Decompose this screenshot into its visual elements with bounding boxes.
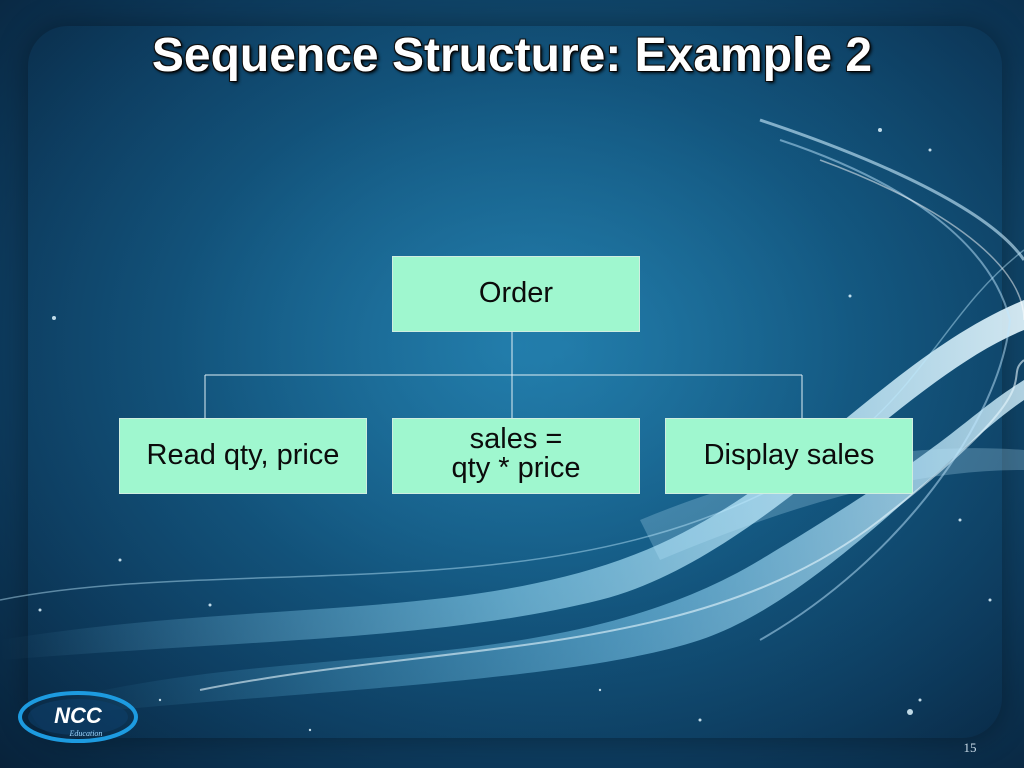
node-display-label: Display sales — [703, 439, 875, 472]
slide-title: Sequence Structure: Example 2 — [151, 29, 873, 82]
node-order-label: Order — [478, 277, 554, 310]
ncc-logo-text: NCC — [54, 703, 103, 728]
diagram-node-sales-calculation: sales = qty * price — [392, 418, 640, 494]
diagram-node-display-sales: Display sales — [665, 418, 913, 494]
page-number: 15 — [963, 740, 977, 755]
diagram-node-order: Order — [392, 256, 640, 332]
node-sales-line-1: sales = — [469, 422, 563, 455]
node-read-label: Read qty, price — [146, 439, 340, 472]
ncc-logo-icon: NCC Education — [18, 691, 138, 743]
ncc-logo-subtext: Education — [69, 729, 103, 738]
diagram-node-read-qty-price: Read qty, price — [119, 418, 367, 494]
node-sales-line-2: qty * price — [451, 452, 581, 484]
